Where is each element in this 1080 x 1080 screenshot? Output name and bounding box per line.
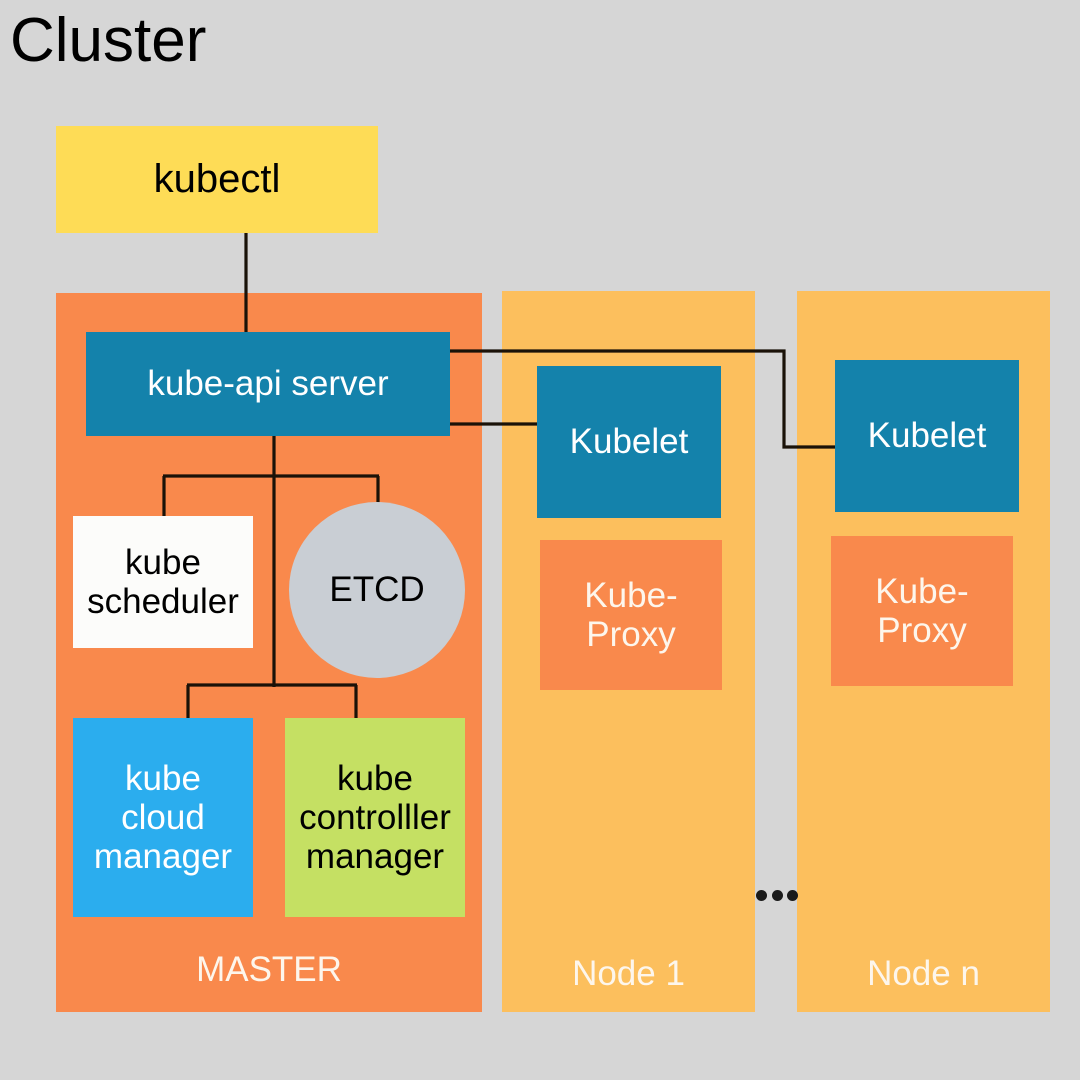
node-1-label: Node 1 bbox=[572, 954, 685, 993]
kube-api-server-box[interactable]: kube-api server bbox=[86, 332, 450, 436]
etcd-circle[interactable]: ETCD bbox=[289, 502, 465, 678]
kube-scheduler-line-2: scheduler bbox=[87, 582, 239, 621]
kube-scheduler-line-1: kube bbox=[125, 542, 201, 582]
kube-cloud-manager-line-2: cloud bbox=[121, 797, 205, 837]
page-title: Cluster bbox=[10, 6, 207, 75]
node-1-kubelet-box[interactable]: Kubelet bbox=[537, 366, 721, 518]
kube-cloud-manager-line-1: kube bbox=[125, 758, 201, 798]
kube-cloud-manager-line-3: manager bbox=[93, 837, 233, 877]
kubectl-box[interactable]: kubectl bbox=[56, 126, 378, 233]
node-1-kube-proxy-line-1: Kube- bbox=[584, 575, 678, 615]
kube-controller-manager-line-1: kube bbox=[337, 758, 413, 798]
kube-controller-manager-line-2: controlller bbox=[299, 797, 451, 837]
ellipsis-dot-3 bbox=[787, 889, 798, 901]
node-1-kube-proxy-line-2: Proxy bbox=[586, 615, 676, 654]
node-n-label: Node n bbox=[867, 954, 980, 993]
ellipsis-dot-1 bbox=[756, 889, 767, 901]
master-label: MASTER bbox=[196, 950, 342, 990]
node-1-kube-proxy-box[interactable]: Kube- Proxy bbox=[540, 540, 722, 690]
kube-controller-manager-box[interactable]: kube controlller manager bbox=[285, 718, 465, 917]
node-n-kube-proxy-line-1: Kube- bbox=[875, 571, 969, 611]
ellipsis-dot-2 bbox=[771, 889, 783, 901]
node-n-kube-proxy-line-2: Proxy bbox=[877, 611, 967, 650]
node-ellipsis-separator bbox=[756, 880, 798, 910]
node-n-kubelet-box[interactable]: Kubelet bbox=[835, 360, 1019, 512]
node-n-kube-proxy-box[interactable]: Kube- Proxy bbox=[831, 536, 1013, 686]
kube-cloud-manager-box[interactable]: kube cloud manager bbox=[73, 718, 253, 917]
kube-scheduler-box[interactable]: kube scheduler bbox=[73, 516, 253, 648]
kube-controller-manager-line-3: manager bbox=[305, 837, 445, 877]
